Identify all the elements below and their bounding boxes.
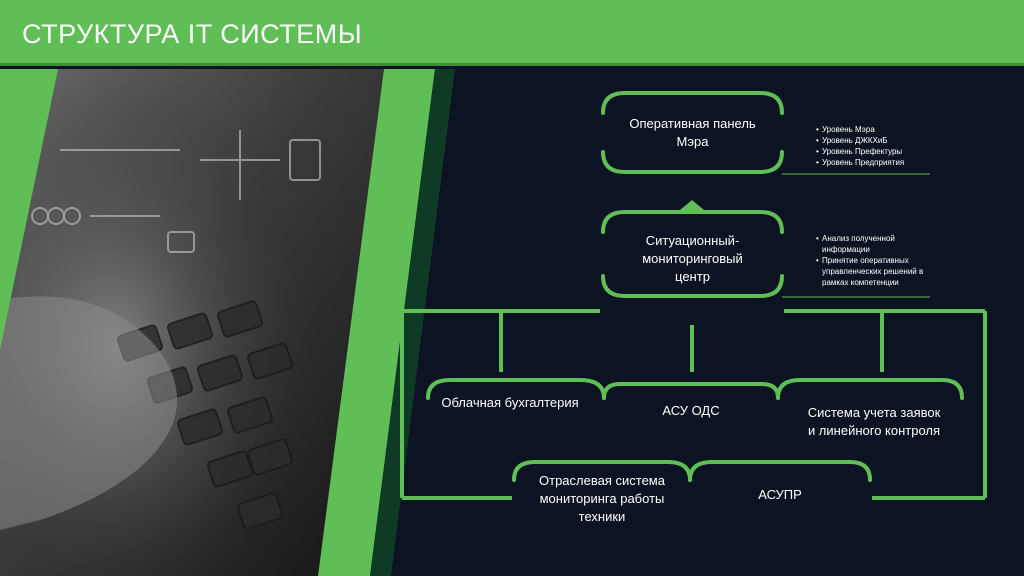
asupr-label: АСУПР (690, 484, 870, 506)
center-node-label: Ситуационный- мониторинговый центр (603, 228, 782, 290)
list-item: Уровень Префектуры (816, 146, 946, 157)
keyboard-photo (0, 69, 384, 576)
list-item: Уровень Мэра (816, 124, 946, 135)
list-item: Уровень ДЖКХиБ (816, 135, 946, 146)
cloud-accounting-label: Облачная бухгалтерия (428, 392, 592, 414)
panel-node-label: Оперативная панель Мэра (603, 110, 782, 156)
list-item: Принятие оперативных управленческих реше… (816, 255, 926, 288)
center-functions-list: Анализ полученной информации Принятие оп… (816, 233, 926, 288)
industry-monitoring-label: Отраслевая система мониторинга работы те… (514, 470, 690, 528)
list-item: Анализ полученной информации (816, 233, 926, 255)
panel-levels-list: Уровень Мэра Уровень ДЖКХиБ Уровень Преф… (816, 124, 946, 168)
request-system-label: Система учета заявок и линейного контрол… (776, 402, 972, 442)
arrow-up-icon (680, 200, 704, 210)
asu-ods-label: АСУ ОДС (606, 400, 776, 422)
list-item: Уровень Предприятия (816, 157, 946, 168)
